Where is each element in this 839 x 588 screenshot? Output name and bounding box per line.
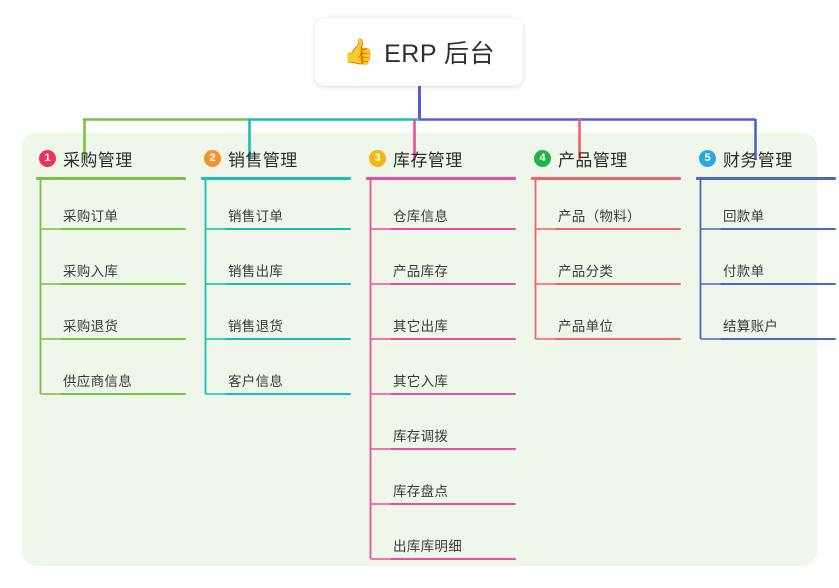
leaf-label: 客户信息 (228, 374, 284, 390)
leaf-rule (390, 448, 516, 450)
leaf-label: 库存调拨 (393, 429, 449, 445)
leaf-rule (60, 338, 186, 340)
leaf-node[interactable]: 采购入库 (36, 230, 186, 285)
leaf-label: 付款单 (723, 264, 765, 280)
leaf-rule (60, 283, 186, 285)
leaf-rule (390, 503, 516, 505)
branch-2: 2 销售管理销售订单销售出库销售退货客户信息 (201, 145, 351, 395)
leaf-rule (720, 228, 836, 230)
branch-rule-2 (201, 177, 351, 180)
leaf-node[interactable]: 销售出库 (201, 230, 351, 285)
leaf-node[interactable]: 回款单 (696, 180, 836, 230)
leaf-label: 结算账户 (723, 319, 779, 335)
branch-rule-5 (696, 177, 836, 180)
leaf-node[interactable]: 结算账户 (696, 285, 836, 340)
branch-children-2: 销售订单销售出库销售退货客户信息 (201, 180, 351, 395)
leaf-rule (225, 393, 351, 395)
leaf-label: 产品单位 (558, 319, 614, 335)
leaf-node[interactable]: 库存调拨 (366, 395, 516, 450)
branch-rule-4 (531, 177, 681, 180)
branch-head-5[interactable]: 5 财务管理 (696, 145, 836, 171)
leaf-node[interactable]: 销售退货 (201, 285, 351, 340)
leaf-node[interactable]: 产品单位 (531, 285, 681, 340)
branch-head-4[interactable]: 4 产品管理 (531, 145, 681, 171)
leaf-label: 供应商信息 (63, 374, 132, 390)
leaf-rule (225, 228, 351, 230)
leaf-node[interactable]: 采购退货 (36, 285, 186, 340)
leaf-label: 产品分类 (558, 264, 614, 280)
branch-rule-1 (36, 177, 186, 180)
leaf-label: 出库库明细 (393, 539, 462, 555)
branch-head-1[interactable]: 1 采购管理 (36, 145, 186, 171)
branch-badge-2: 2 (204, 149, 221, 167)
leaf-label: 销售出库 (228, 264, 284, 280)
leaf-node[interactable]: 销售订单 (201, 180, 351, 230)
leaf-node[interactable]: 其它入库 (366, 340, 516, 395)
branch-label-5: 财务管理 (723, 150, 793, 170)
leaf-label: 采购退货 (63, 319, 119, 335)
leaf-label: 采购订单 (63, 209, 119, 225)
leaf-rule (60, 228, 186, 230)
leaf-rule (555, 228, 681, 230)
branches-panel (22, 133, 817, 566)
leaf-node[interactable]: 出库库明细 (366, 505, 516, 560)
branch-badge-1: 1 (39, 149, 56, 167)
leaf-label: 产品（物料） (558, 209, 641, 225)
branch-head-2[interactable]: 2 销售管理 (201, 145, 351, 171)
branch-badge-3: 3 (369, 149, 386, 167)
branch-label-2: 销售管理 (228, 150, 298, 170)
branch-label-3: 库存管理 (393, 150, 463, 170)
branch-4: 4 产品管理产品（物料） 产品分类产品单位 (531, 145, 681, 340)
leaf-rule (390, 338, 516, 340)
leaf-node[interactable]: 采购订单 (36, 180, 186, 230)
leaf-rule (225, 283, 351, 285)
branch-head-3[interactable]: 3 库存管理 (366, 145, 516, 171)
branch-1: 1 采购管理采购订单采购入库采购退货供应商信息 (36, 145, 186, 395)
leaf-rule (390, 228, 516, 230)
leaf-node[interactable]: 供应商信息 (36, 340, 186, 395)
leaf-label: 其它入库 (393, 374, 449, 390)
thumbs-up-icon: 👍 (342, 36, 375, 66)
branch-label-1: 采购管理 (63, 150, 133, 170)
leaf-label: 其它出库 (393, 319, 449, 335)
branch-children-3: 仓库信息产品库存其它出库其它入库库存调拨库存盘点出库库明细 (366, 180, 516, 560)
root-title: ERP 后台 (384, 40, 496, 68)
leaf-rule (225, 338, 351, 340)
leaf-node[interactable]: 付款单 (696, 230, 836, 285)
branch-children-1: 采购订单采购入库采购退货供应商信息 (36, 180, 186, 395)
branch-badge-4: 4 (534, 149, 551, 167)
branch-3: 3 库存管理仓库信息产品库存其它出库其它入库库存调拨库存盘点出库库明细 (366, 145, 516, 560)
leaf-node[interactable]: 库存盘点 (366, 450, 516, 505)
leaf-rule (390, 283, 516, 285)
leaf-node[interactable]: 产品（物料） (531, 180, 681, 230)
branch-label-4: 产品管理 (558, 150, 628, 170)
leaf-rule (390, 393, 516, 395)
leaf-node[interactable]: 产品分类 (531, 230, 681, 285)
leaf-node[interactable]: 客户信息 (201, 340, 351, 395)
branch-rule-3 (366, 177, 516, 180)
branch-children-4: 产品（物料） 产品分类产品单位 (531, 180, 681, 340)
leaf-rule (720, 283, 836, 285)
leaf-label: 产品库存 (393, 264, 449, 280)
leaf-node[interactable]: 其它出库 (366, 285, 516, 340)
leaf-rule (60, 393, 186, 395)
leaf-label: 库存盘点 (393, 484, 449, 500)
leaf-label: 仓库信息 (393, 209, 449, 225)
leaf-rule (720, 338, 836, 340)
leaf-rule (555, 283, 681, 285)
leaf-node[interactable]: 仓库信息 (366, 180, 516, 230)
leaf-rule (390, 558, 516, 560)
leaf-label: 销售退货 (228, 319, 284, 335)
leaf-node[interactable]: 产品库存 (366, 230, 516, 285)
leaf-label: 销售订单 (228, 209, 284, 225)
branch-5: 5 财务管理回款单付款单结算账户 (696, 145, 836, 340)
branch-children-5: 回款单付款单结算账户 (696, 180, 836, 340)
leaf-label: 回款单 (723, 209, 765, 225)
branch-badge-5: 5 (699, 149, 716, 167)
leaf-label: 采购入库 (63, 264, 119, 280)
root-node[interactable]: 👍 ERP 后台 (315, 18, 523, 86)
leaf-rule (555, 338, 681, 340)
